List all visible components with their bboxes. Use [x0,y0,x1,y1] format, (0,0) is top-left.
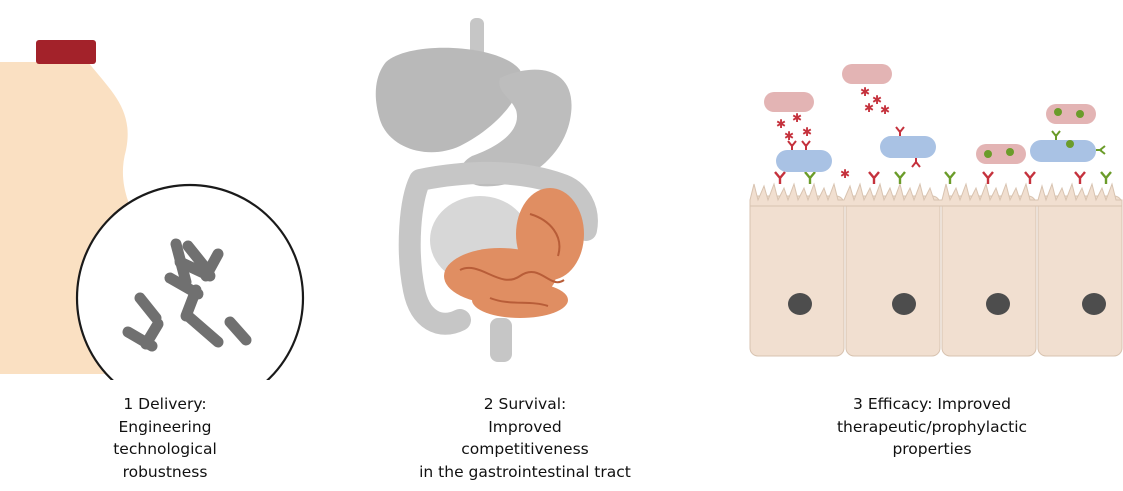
rectum [490,318,512,362]
caption-line: competitiveness [405,438,645,461]
caption-line: 1 Delivery: [95,393,235,416]
epithelial-cells [750,196,1122,356]
survival-panel: 2 Survival: Improved competitiveness in … [350,0,680,491]
delivery-panel: 1 Delivery: Engineering technological ro… [0,0,330,491]
caption-line: Engineering [95,416,235,439]
efficacy-panel: ✱✱✱✱ ✱✱✱✱ ✱ 3 Efficacy: Improved therape… [740,0,1123,491]
survival-caption: 2 Survival: Improved competitiveness in … [405,393,645,483]
caption-line: Improved [405,416,645,439]
caption-line: technological [95,438,235,461]
surface-receptors [775,172,1111,184]
efficacy-caption: 3 Efficacy: Improved therapeutic/prophyl… [822,393,1042,461]
microvilli [750,184,1122,206]
svg-text:✱: ✱ [860,85,870,99]
liver [376,48,522,153]
svg-text:✱: ✱ [802,125,812,139]
bottle-cap [36,40,96,64]
digestive-system-illustration [350,0,680,380]
probiotic-bacteria [776,136,1096,172]
caption-line: 3 Efficacy: Improved [822,393,1042,416]
probiotic-bottle-illustration [0,0,330,380]
svg-text:✱: ✱ [864,101,874,115]
svg-text:✱: ✱ [880,103,890,117]
svg-text:✱: ✱ [840,167,850,181]
epithelium-illustration: ✱✱✱✱ ✱✱✱✱ ✱ [740,0,1123,380]
caption-line: robustness [95,461,235,484]
svg-text:✱: ✱ [792,111,802,125]
delivery-caption: 1 Delivery: Engineering technological ro… [95,393,235,483]
caption-line: properties [822,438,1042,461]
caption-line: 2 Survival: [405,393,645,416]
caption-line: therapeutic/prophylactic [822,416,1042,439]
caption-line: in the gastrointestinal tract [405,461,645,484]
